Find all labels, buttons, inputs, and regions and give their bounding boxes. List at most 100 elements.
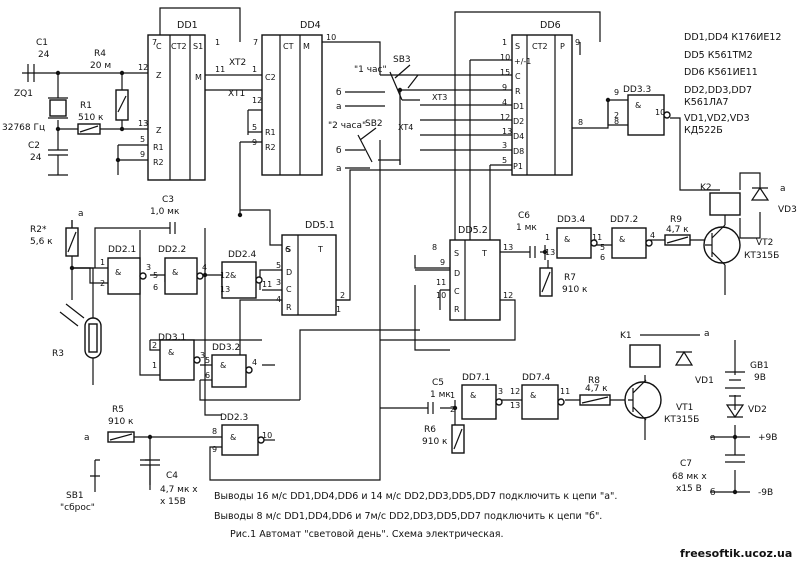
svg-text:VT1: VT1 [676, 403, 693, 413]
svg-text:4: 4 [252, 358, 257, 367]
svg-text:11: 11 [436, 278, 446, 287]
svg-text:13: 13 [138, 119, 148, 128]
svg-text:R1: R1 [153, 143, 164, 152]
svg-text:R5: R5 [112, 405, 124, 415]
svg-text:6: 6 [205, 371, 210, 380]
svg-text:R1: R1 [80, 101, 92, 111]
svg-text:1: 1 [545, 233, 550, 242]
svg-text:&: & [619, 235, 625, 244]
svg-text:DD1,DD4 К176ИЕ12: DD1,DD4 К176ИЕ12 [684, 32, 781, 43]
svg-text:7: 7 [152, 38, 157, 47]
svg-text:8: 8 [432, 243, 437, 252]
gate-dd2-3: & DD2.3 [220, 413, 265, 456]
dd5-1-name: DD5.1 [305, 220, 335, 231]
svg-text:R4: R4 [94, 49, 106, 59]
svg-text:1: 1 [152, 361, 157, 370]
svg-text:10: 10 [436, 291, 446, 300]
svg-text:R2*: R2* [30, 225, 47, 235]
svg-text:32768 Гц: 32768 Гц [2, 123, 45, 133]
svg-text:2: 2 [450, 405, 455, 414]
svg-text:8: 8 [614, 117, 619, 126]
svg-text:3: 3 [200, 351, 205, 360]
svg-text:T: T [317, 245, 323, 254]
svg-text:9: 9 [502, 83, 507, 92]
svg-text:K1: K1 [620, 331, 632, 341]
svg-text:3: 3 [146, 263, 151, 272]
svg-text:R6: R6 [424, 425, 436, 435]
svg-text:24: 24 [30, 153, 42, 163]
svg-text:K2: K2 [700, 183, 712, 193]
svg-text:а: а [710, 433, 716, 443]
gate-dd7-2: & DD7.2 [610, 215, 653, 259]
svg-text:D2: D2 [513, 117, 524, 126]
svg-text:12: 12 [138, 63, 148, 72]
svg-text:-9В: -9В [758, 488, 773, 498]
gate-dd7-1: & DD7.1 [461, 373, 503, 420]
svg-text:"1 час": "1 час" [354, 65, 387, 75]
svg-text:&: & [564, 235, 570, 244]
component-labels: C1 24 R4 20 м ZQ1 32768 Гц R1 510 к C2 2… [2, 38, 797, 513]
svg-text:C1: C1 [36, 38, 48, 48]
svg-text:1: 1 [450, 391, 455, 400]
svg-text:11: 11 [215, 65, 225, 74]
svg-text:C2: C2 [265, 73, 276, 82]
svg-text:DD3.2: DD3.2 [212, 343, 240, 353]
svg-text:1,0 мк: 1,0 мк [150, 207, 180, 217]
svg-text:R8: R8 [588, 376, 600, 386]
chip-dd1: DD1 C CT2 S1 M Z Z R1 R2 [147, 20, 206, 181]
svg-text:R2: R2 [153, 158, 164, 167]
svg-text:CT2: CT2 [532, 42, 548, 51]
svg-text:ZQ1: ZQ1 [14, 89, 33, 99]
svg-text:11: 11 [560, 387, 570, 396]
svg-text:"сброс": "сброс" [60, 503, 95, 513]
svg-text:DD3.4: DD3.4 [557, 215, 585, 225]
svg-text:&: & [470, 391, 476, 400]
svg-text:GB1: GB1 [750, 361, 769, 371]
svg-text:а: а [336, 164, 342, 174]
svg-text:C4: C4 [166, 471, 178, 481]
svg-text:VD1: VD1 [695, 376, 714, 386]
svg-text:5: 5 [252, 123, 257, 132]
svg-text:DD6 К561ИЕ11: DD6 К561ИЕ11 [684, 67, 758, 78]
svg-text:9: 9 [440, 258, 445, 267]
svg-text:15: 15 [500, 68, 510, 77]
svg-text:R2: R2 [265, 143, 276, 152]
part-notes: DD1,DD4 К176ИЕ12 DD5 К561ТМ2 DD6 К561ИЕ1… [684, 32, 781, 136]
svg-text:6: 6 [600, 253, 605, 262]
gate-dd3-1: & DD3.1 [158, 333, 201, 381]
svg-text:а: а [336, 102, 342, 112]
svg-text:6: 6 [285, 245, 290, 254]
svg-text:SB2: SB2 [365, 119, 383, 129]
svg-text:3: 3 [498, 387, 503, 396]
svg-text:VD1,VD2,VD3: VD1,VD2,VD3 [684, 113, 750, 124]
gate-dd3-3: & DD3.3 [623, 85, 671, 136]
svg-text:13: 13 [503, 243, 513, 252]
svg-text:D: D [286, 268, 292, 277]
svg-text:12: 12 [503, 291, 513, 300]
svg-text:8: 8 [578, 118, 583, 127]
svg-text:а: а [78, 209, 84, 219]
svg-text:CT: CT [283, 42, 294, 51]
svg-text:XT3: XT3 [432, 93, 447, 102]
svg-text:DD3.1: DD3.1 [158, 333, 186, 343]
svg-text:R: R [515, 87, 521, 96]
svg-text:510 к: 510 к [78, 113, 104, 123]
svg-text:12: 12 [252, 96, 262, 105]
svg-text:68 мк х: 68 мк х [672, 472, 707, 482]
svg-text:12: 12 [220, 271, 230, 280]
footer-note-b: Выводы 8 м/с DD1,DD4,DD6 и 7м/с DD2,DD3,… [214, 511, 602, 522]
svg-text:б: б [336, 146, 342, 156]
svg-text:R1: R1 [265, 128, 276, 137]
svg-text:2: 2 [340, 291, 345, 300]
svg-text:5: 5 [140, 135, 145, 144]
svg-text:&: & [172, 268, 178, 277]
svg-text:3: 3 [276, 278, 281, 287]
active-parts [345, 64, 770, 421]
svg-text:DD5 К561ТМ2: DD5 К561ТМ2 [684, 50, 753, 61]
svg-text:&: & [168, 348, 174, 357]
svg-text:9: 9 [212, 445, 217, 454]
svg-text:CT2: CT2 [171, 42, 187, 51]
svg-text:&: & [230, 271, 236, 280]
svg-text:б: б [710, 488, 716, 498]
svg-text:9: 9 [614, 88, 619, 97]
